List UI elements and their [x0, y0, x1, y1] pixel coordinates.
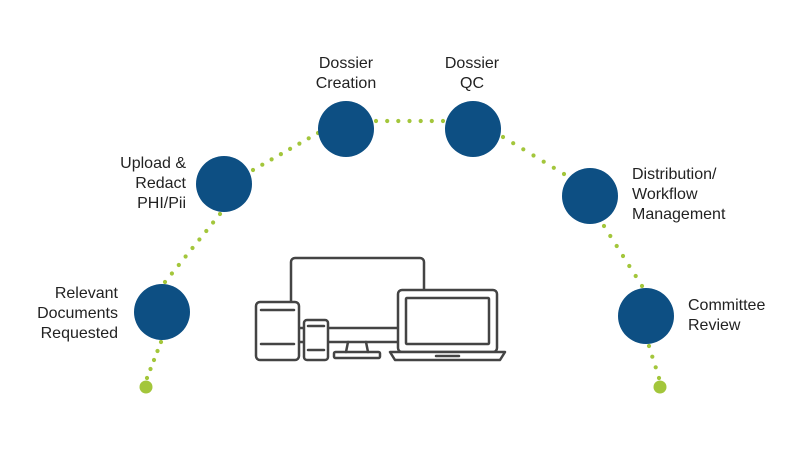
connector-dot	[639, 283, 645, 289]
step-label-dossier-creation: Dossier Creation	[296, 54, 396, 94]
step-node-distribution-workflow	[562, 168, 618, 224]
connector-dot	[656, 375, 662, 381]
connector-dot	[297, 141, 302, 146]
connector-dot	[278, 152, 283, 157]
connector-dot	[288, 146, 293, 151]
connector-dot	[511, 141, 516, 146]
connector-dot	[151, 357, 157, 363]
step-node-dossier-creation	[318, 101, 374, 157]
phone-icon	[302, 318, 330, 362]
connector-dot	[614, 243, 619, 249]
step-label-line: Management	[632, 206, 726, 223]
step-node-committee-review	[618, 288, 674, 344]
connector-dot	[396, 118, 401, 124]
step-label-line: QC	[460, 75, 484, 92]
connector-dot	[155, 348, 160, 354]
step-node-upload-redact	[196, 156, 252, 212]
connector-dot	[646, 343, 652, 349]
connector-dot	[561, 171, 567, 177]
step-label-line: Documents	[37, 305, 118, 322]
step-node-dossier-qc	[445, 101, 501, 157]
end-endpoint-dot	[653, 380, 667, 394]
connector-dot	[162, 279, 168, 285]
connector-dot	[601, 223, 607, 229]
connector-dot	[158, 339, 164, 345]
tablet-icon	[254, 300, 301, 362]
connector-dot	[190, 245, 195, 251]
connector-dot	[633, 273, 638, 279]
step-label-line: Review	[688, 317, 741, 334]
connector-dot	[440, 118, 446, 124]
start-endpoint-dot	[139, 380, 153, 394]
step-label-line: Requested	[40, 325, 118, 342]
connector-dot	[197, 237, 202, 242]
connector-dot	[217, 211, 223, 217]
step-label-line: Distribution/	[632, 166, 717, 183]
step-label-line: Dossier	[444, 55, 500, 72]
step-label-line: Creation	[315, 75, 377, 92]
laptop-icon	[388, 288, 507, 362]
step-label-committee-review: Committee Review	[688, 296, 765, 336]
step-label-line: Redact	[135, 175, 186, 192]
connector-dot	[521, 147, 526, 152]
step-label-dossier-qc: Dossier QC	[422, 54, 522, 94]
connector-dot	[620, 253, 626, 259]
connector-dot	[385, 118, 390, 124]
connector-dot	[627, 263, 632, 269]
step-label-upload-redact: Upload & Redact PHI/Pii	[120, 154, 186, 214]
connector-dot	[653, 365, 658, 370]
connector-dot	[176, 262, 181, 268]
connector-dot	[650, 354, 655, 359]
connector-dot	[204, 228, 209, 234]
connector-dot	[373, 118, 379, 124]
connector-dot	[531, 153, 536, 158]
connector-dot	[144, 375, 150, 381]
connector-dot	[269, 157, 274, 162]
devices-icon	[254, 256, 507, 362]
connector-dot	[260, 162, 265, 167]
connector-dot	[608, 233, 613, 239]
connector-dot	[211, 220, 216, 225]
step-label-line: Workflow	[632, 186, 698, 203]
connector-dot	[183, 254, 188, 259]
connector-dot	[169, 271, 174, 276]
step-label-line: PHI/Pii	[137, 195, 186, 212]
connector-dot	[407, 118, 412, 124]
connector-dot	[551, 165, 556, 170]
connector-dot	[500, 134, 506, 140]
dotted-arc-connector	[144, 118, 662, 381]
connector-dot	[250, 167, 256, 173]
connector-dot	[148, 366, 153, 372]
connector-dot	[306, 136, 311, 141]
step-node-relevant-documents	[134, 284, 190, 340]
step-label-relevant-documents-requested: Relevant Documents Requested	[37, 284, 118, 344]
connector-dot	[418, 118, 423, 124]
step-label-line: Upload &	[120, 155, 186, 172]
step-label-line: Relevant	[54, 285, 118, 302]
connector-dot	[541, 159, 546, 164]
connector-dot	[429, 118, 434, 124]
step-label-line: Committee	[688, 297, 766, 314]
step-label-distribution-workflow: Distribution/ Workflow Management	[632, 165, 725, 225]
step-label-line: Dossier	[318, 55, 374, 72]
